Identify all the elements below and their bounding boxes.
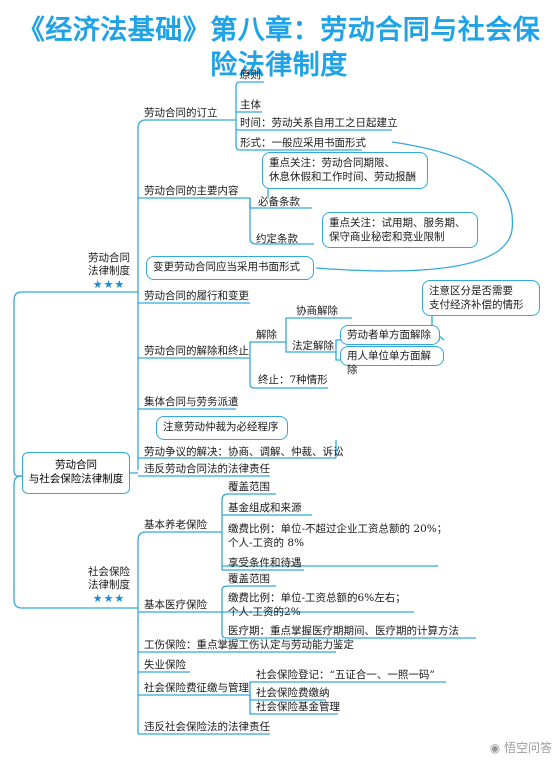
labor-stars: ★★★: [92, 278, 126, 291]
conclusion-item-subject: 主体: [240, 99, 261, 111]
watermark-text: 悟空问答: [503, 741, 552, 755]
pension-label: 基本养老保险: [144, 519, 207, 531]
conclusion-item-time: 时间：劳动关系自用工之日起建立: [240, 117, 398, 129]
injury-label: 工伤保险：重点掌握工伤认定与劳动能力鉴定: [144, 639, 354, 651]
medical-period: 医疗期：重点掌握医疗期期间、医疗期的计算方法: [228, 625, 459, 637]
medical-rate-line2: 个人-工资的2%: [228, 606, 301, 618]
expiry-label: 终止：7种情形: [258, 374, 328, 386]
conclusion-label: 劳动合同的订立: [144, 107, 218, 119]
focus-required-line2: 休息休假和工作时间、劳动报酬: [269, 171, 416, 183]
performance-label: 劳动合同的履行和变更: [144, 290, 249, 302]
pension-benefit: 享受条件和待遇: [228, 557, 302, 569]
focus-agreed-callout: 重点关注：试用期、服务期、 保守商业秘密和竞业限制: [322, 212, 478, 248]
unemployment-label: 失业保险: [144, 659, 186, 671]
dissolve-label: 解除: [256, 329, 277, 341]
page-title-line1: 《经济法基础》第八章：劳动合同与社会保: [17, 15, 541, 46]
watermark-icon: ◉: [489, 741, 504, 755]
root-node: 劳动合同 与社会保险法律制度: [22, 452, 130, 494]
focus-agreed-line1: 重点关注：试用期、服务期、: [329, 217, 466, 229]
arbitration-note-box: 注意劳动仲裁为必经程序: [156, 416, 288, 440]
negotiate-dissolve-label: 协商解除: [296, 305, 338, 317]
collection-payment: 社会保险费缴纳: [256, 687, 330, 699]
social-branch-line2: 法律制度: [88, 579, 130, 591]
statutory-dissolve-label: 法定解除: [292, 340, 334, 352]
watermark-logo: ◉ 悟空问答: [490, 739, 552, 756]
focus-agreed-line2: 保守商业秘密和竞业限制: [329, 231, 445, 243]
labor-branch-line2: 法律制度: [88, 265, 130, 277]
focus-required-line1: 重点关注：劳动合同期限、: [269, 157, 395, 169]
labor-liability-label: 违反劳动合同法的法律责任: [144, 463, 270, 475]
labor-branch-line1: 劳动合同: [88, 252, 130, 264]
change-contract-box: 变更劳动合同应当采用书面形式: [146, 256, 314, 280]
required-clause-label: 必备条款: [258, 196, 300, 208]
pension-rate-line1: 缴费比例：单位-不超过企业工资总额的 20%；: [228, 523, 448, 535]
pension-scope: 覆盖范围: [228, 481, 270, 493]
medical-rate-line1: 缴费比例：单位-工资总额的6%左右；: [228, 592, 406, 604]
social-branch-label: 社会保险 法律制度 ★★★: [88, 566, 130, 605]
medical-label: 基本医疗保险: [144, 599, 207, 611]
pension-fund: 基金组成和来源: [228, 502, 302, 514]
social-stars: ★★★: [92, 592, 126, 605]
agreed-clause-label: 约定条款: [256, 233, 298, 245]
dispute-label: 劳动争议的解决：协商、调解、仲裁、诉讼: [144, 446, 344, 458]
conclusion-item-principle: 原则: [240, 69, 261, 81]
compensation-note-line1: 注意区分是否需要: [429, 285, 513, 297]
worker-dissolve-box: 劳动者单方面解除: [340, 325, 440, 345]
collection-registration: 社会保险登记：“五证合一、一照一码”: [256, 669, 435, 681]
collection-fund-management: 社会保险基金管理: [256, 701, 340, 713]
social-liability-label: 违反社会保险法的法律责任: [144, 721, 270, 733]
social-branch-line1: 社会保险: [88, 566, 130, 578]
employer-dissolve-box: 用人单位单方面解除: [340, 346, 444, 376]
page-title-line2: 险法律制度: [210, 50, 348, 81]
conclusion-item-form: 形式：一般应采用书面形式: [240, 137, 366, 149]
termination-label: 劳动合同的解除和终止: [144, 345, 249, 357]
pension-rate-line2: 个人-工资的 8%: [228, 537, 305, 549]
root-label-line1: 劳动合同: [55, 459, 97, 471]
labor-branch-label: 劳动合同 法律制度 ★★★: [88, 252, 130, 291]
content-label: 劳动合同的主要内容: [144, 185, 239, 197]
medical-scope: 覆盖范围: [228, 573, 270, 585]
focus-required-callout: 重点关注：劳动合同期限、 休息休假和工作时间、劳动报酬: [262, 152, 428, 189]
compensation-note-callout: 注意区分是否需要 支付经济补偿的情形: [422, 280, 540, 316]
collective-label: 集体合同与劳务派遣: [144, 396, 239, 408]
root-label-line2: 与社会保险法律制度: [28, 473, 124, 485]
compensation-note-line2: 支付经济补偿的情形: [429, 299, 524, 311]
collection-label: 社会保险费征缴与管理: [144, 682, 249, 694]
